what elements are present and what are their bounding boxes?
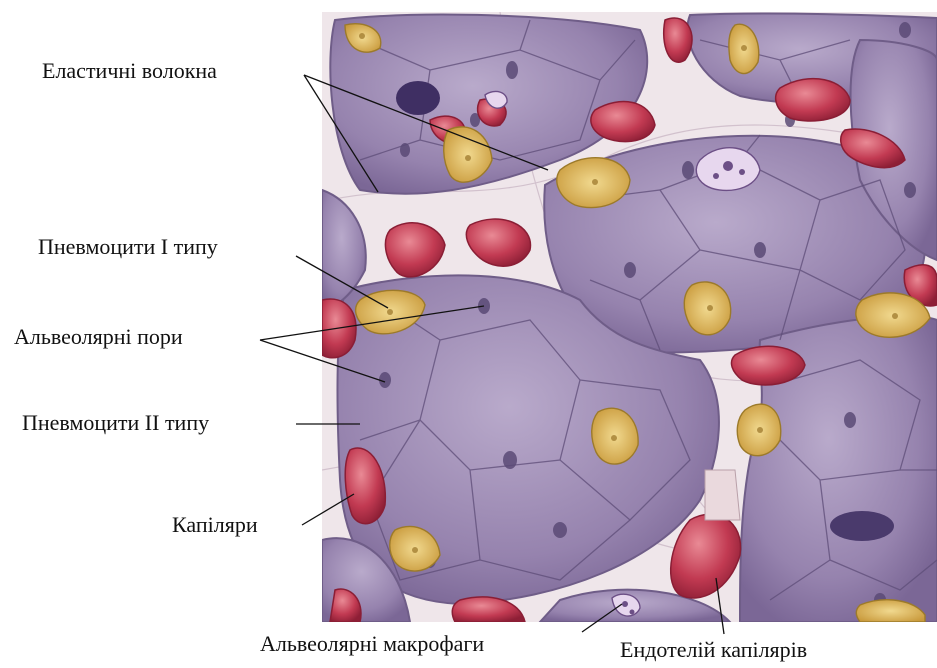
capillary-endothelium (705, 470, 740, 520)
label-capillaries: Капіляри (172, 514, 258, 536)
large-nucleus (830, 511, 894, 541)
label-alveolar-pores: Альвеолярні пори (14, 326, 183, 348)
label-capillary-endothelium: Ендотелій капілярів (620, 639, 807, 661)
large-nucleus (396, 81, 440, 115)
label-elastic-fibers: Еластичні волокна (42, 60, 217, 82)
label-alveolar-macrophages: Альвеолярні макрофаги (260, 633, 484, 655)
label-pneumocytes-1: Пневмоцити I типу (38, 236, 218, 258)
label-pneumocytes-2: Пневмоцити II типу (22, 412, 209, 434)
